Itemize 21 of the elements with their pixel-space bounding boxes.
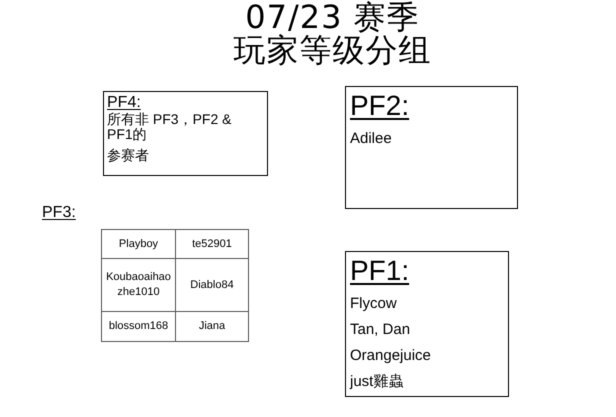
table-cell: blossom168 <box>102 312 176 342</box>
player-name: Tan, Dan <box>350 321 410 339</box>
player-name: Flycow <box>350 295 397 313</box>
group-box <box>345 86 518 209</box>
group-heading: PF1: <box>350 255 410 287</box>
group-heading: PF4: <box>107 93 141 112</box>
title: 07/23 赛季玩家等级分组 <box>232 1 432 67</box>
table-cell: Jiana <box>176 312 249 342</box>
player-name: Orangejuice <box>350 347 431 365</box>
description-text: 参赛者 <box>107 148 150 163</box>
group-box <box>345 251 509 397</box>
player-name: Adilee <box>350 130 392 148</box>
group-heading: PF2: <box>350 90 410 122</box>
description-text: 所有非 PF3，PF2 & PF1的 <box>107 112 232 142</box>
player-name: just雞蟲 <box>350 373 404 391</box>
table-cell: Koubaoaihao zhe1010 <box>102 259 176 312</box>
group-box <box>103 91 268 176</box>
table-cell: Playboy <box>102 230 176 259</box>
table-cell: Diablo84 <box>176 259 249 312</box>
table-cell: te52901 <box>176 230 249 259</box>
group-heading: PF3: <box>42 203 76 222</box>
